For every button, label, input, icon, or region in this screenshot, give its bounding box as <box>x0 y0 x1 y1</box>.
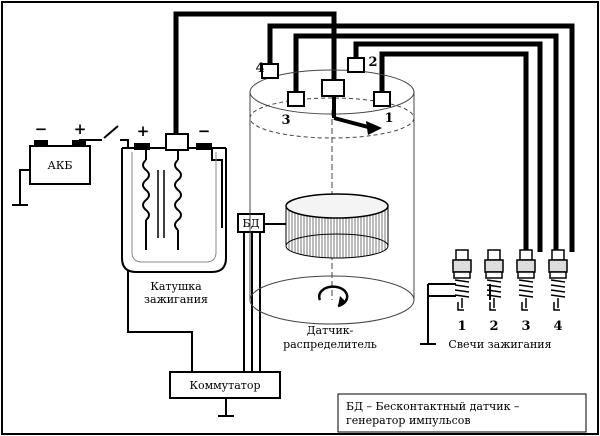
coil-hv-terminal <box>165 133 189 151</box>
terminal-number-1: 1 <box>384 111 393 126</box>
spark-plug-3: 3 <box>516 249 536 334</box>
secondary-winding <box>174 159 182 231</box>
coil-to-commutator-wire <box>127 270 193 378</box>
terminal-number-3: 3 <box>281 113 290 128</box>
spark-plug-4: 4 <box>548 249 568 334</box>
hv-terminal-4-wire <box>267 23 575 252</box>
spark-plug-1: 1 <box>452 249 472 334</box>
battery-label: АКБ <box>48 159 73 172</box>
primary-winding <box>142 159 150 221</box>
distributor-terminal-2 <box>347 57 365 73</box>
distributor: 4 2 3 1 Датчик- распределитель <box>249 55 415 351</box>
distributor-terminal-3 <box>287 91 305 107</box>
rotation-arrow-icon <box>317 285 349 308</box>
spark-plugs: 1 2 3 4 <box>452 249 568 334</box>
commutator-label: Коммутатор <box>189 379 260 392</box>
hv-terminal-3-wire <box>293 33 559 252</box>
terminal-number-4: 4 <box>255 61 264 76</box>
spark-plug-number: 2 <box>489 319 498 334</box>
distributor-terminal-4 <box>261 63 279 79</box>
coil-plus-sign: + <box>137 122 150 140</box>
spark-plug-number: 3 <box>521 319 530 334</box>
coil-body-outline <box>121 148 227 273</box>
coil-label-line2: зажигания <box>144 293 208 306</box>
battery-ground-wire <box>19 169 30 205</box>
ignition-switch <box>103 125 119 139</box>
legend-line2: генератор импульсов <box>346 414 471 427</box>
spark-plug-number: 1 <box>457 319 466 334</box>
sensor-rotor <box>285 193 389 259</box>
distributor-label-line1: Датчик- <box>307 324 354 337</box>
battery-body <box>29 145 91 185</box>
battery: АКБ − + <box>29 120 91 185</box>
ignition-coil: + − Катушка зажигания <box>121 122 227 306</box>
battery-minus-sign: − <box>35 120 48 138</box>
legend: БД – Бесконтактный датчик – генератор им… <box>337 393 587 433</box>
hv-terminal-2-wire <box>353 41 543 252</box>
thin-wires <box>12 125 491 417</box>
legend-line1: БД – Бесконтактный датчик – <box>346 400 520 413</box>
distributor-label-line2: распределитель <box>283 338 377 351</box>
terminal-number-2: 2 <box>368 55 377 70</box>
coil-minus-sign: − <box>198 122 211 140</box>
coil-minus-wire <box>211 148 223 228</box>
distributor-terminal-1 <box>373 91 391 107</box>
spark-plug-number: 4 <box>553 319 562 334</box>
spark-plugs-label: Свечи зажигания <box>448 338 551 351</box>
coil-label-line1: Катушка <box>150 280 202 293</box>
commutator: Коммутатор <box>169 371 281 399</box>
sensor-box: БД <box>237 213 265 233</box>
sensor-box-label: БД <box>242 217 259 230</box>
battery-plus-sign: + <box>74 120 87 138</box>
hv-coil-to-distributor <box>173 11 337 140</box>
battery-terminal-minus <box>34 140 48 147</box>
battery-terminal-plus <box>72 140 86 147</box>
distributor-center-terminal <box>321 79 345 97</box>
spark-plug-2: 2 <box>484 249 504 334</box>
hv-terminal-1-wire <box>379 51 529 252</box>
